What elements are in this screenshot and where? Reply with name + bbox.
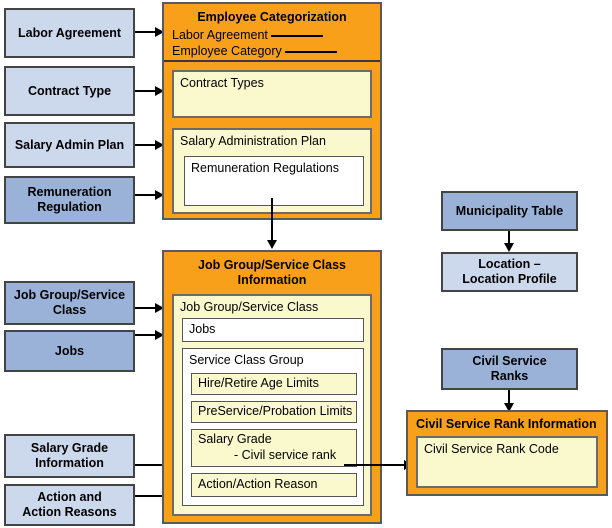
box-civil-service-ranks[interactable]: Civil Service Ranks [441, 348, 578, 390]
field-label: Labor Agreement [172, 28, 268, 42]
panel-label: Action/Action Reason [198, 477, 318, 491]
connector-action-and-action-reasons [135, 495, 165, 497]
connector-remuneration-regulation [135, 194, 157, 196]
panel-action-action-reason[interactable]: Action/Action Reason [191, 473, 357, 497]
panel-job-group-service-class[interactable]: Job Group/Service Class Jobs Service Cla… [172, 294, 372, 516]
panel-preservice-probation-limits[interactable]: PreService/Probation Limits [191, 401, 357, 423]
source-label-line2: Regulation [37, 200, 102, 214]
source-label: Jobs [54, 343, 85, 358]
connector-civil-service-rank [344, 464, 410, 466]
box-label-line2: Ranks [490, 369, 529, 383]
panel-service-class-group[interactable]: Service Class Group Hire/Retire Age Limi… [182, 348, 364, 506]
source-box-jobs[interactable]: Jobs [4, 330, 135, 372]
box-label-line2: Location Profile [462, 272, 557, 286]
job-group-title-line1: Job Group/Service Class [198, 258, 346, 272]
source-box-job-group-service-class[interactable]: Job Group/Service Class [4, 281, 135, 325]
arrow-jobs [155, 330, 164, 340]
field-blank-underline[interactable] [271, 35, 324, 37]
source-label-line2: Action Reasons [22, 505, 117, 519]
source-label-line2: Class [52, 303, 87, 317]
employee-categorization-container: Employee Categorization Labor Agreement … [162, 2, 382, 220]
connector-ranks-to-rank-info [508, 390, 510, 405]
connector-salary-grade-information [135, 464, 165, 466]
panel-label: Service Class Group [189, 353, 304, 367]
connector-jobs [135, 334, 157, 336]
connector-job-group-service-class [135, 307, 157, 309]
field-row-labor-agreement: Labor Agreement [172, 28, 324, 42]
job-group-service-class-information-container: Job Group/Service Class Information Job … [162, 250, 382, 524]
panel-label: Salary Grade [198, 432, 272, 446]
field-row-employee-category: Employee Category [172, 44, 338, 58]
panel-label: Job Group/Service Class [180, 300, 319, 314]
source-label: Salary Admin Plan [14, 137, 125, 152]
panel-label: PreService/Probation Limits [198, 404, 353, 418]
civil-service-rank-information-container: Civil Service Rank Information Civil Ser… [406, 410, 608, 496]
panel-label: Contract Types [180, 76, 264, 90]
source-box-labor-agreement[interactable]: Labor Agreement [4, 8, 135, 58]
arrow-ranks-to-rank-info [504, 403, 514, 412]
panel-label: Hire/Retire Age Limits [198, 376, 319, 390]
field-blank-underline[interactable] [285, 51, 338, 53]
source-box-action-and-action-reasons[interactable]: Action and Action Reasons [4, 484, 135, 526]
panel-contract-types[interactable]: Contract Types [172, 70, 372, 118]
panel-label: Salary Administration Plan [180, 134, 326, 148]
panel-hire-retire-age-limits[interactable]: Hire/Retire Age Limits [191, 373, 357, 395]
panel-civil-service-rank-code[interactable]: Civil Service Rank Code [416, 436, 598, 488]
box-location-location-profile[interactable]: Location – Location Profile [441, 252, 578, 292]
arrow-contract-type [155, 86, 164, 96]
arrow-salary-admin-plan [155, 140, 164, 150]
box-label-line1: Civil Service [472, 354, 547, 369]
connector-contract-type [135, 90, 157, 92]
source-box-contract-type[interactable]: Contract Type [4, 66, 135, 116]
panel-jobs[interactable]: Jobs [182, 318, 364, 342]
source-label: Contract Type [27, 83, 112, 98]
arrow-job-group-service-class [155, 303, 164, 313]
source-box-remuneration-regulation[interactable]: Remuneration Regulation [4, 176, 135, 224]
panel-label: Remuneration Regulations [191, 161, 340, 175]
source-label-line2: Information [35, 456, 104, 470]
connector-categorization-to-jobgroup [271, 198, 273, 242]
panel-sublabel-civil-service-rank: - Civil service rank [234, 448, 337, 462]
section-divider [164, 60, 380, 62]
source-label-line1: Action and [37, 490, 102, 505]
source-box-salary-grade-information[interactable]: Salary Grade Information [4, 434, 135, 478]
arrow-municipality-to-location [504, 243, 514, 252]
source-box-salary-admin-plan[interactable]: Salary Admin Plan [4, 122, 135, 168]
source-label-line1: Job Group/Service [13, 288, 126, 303]
panel-label: Civil Service Rank Code [424, 442, 559, 456]
employee-categorization-title: Employee Categorization [197, 10, 347, 24]
arrow-categorization-to-jobgroup [267, 240, 277, 249]
field-label: Employee Category [172, 44, 282, 58]
panel-remuneration-regulations[interactable]: Remuneration Regulations [184, 156, 364, 206]
source-label-line1: Remuneration [27, 185, 112, 200]
arrow-labor-agreement [155, 27, 164, 37]
box-label: Municipality Table [455, 203, 564, 218]
arrow-remuneration-regulation [155, 190, 164, 200]
panel-label: Jobs [189, 322, 216, 336]
source-label-line1: Salary Grade [30, 441, 109, 456]
connector-municipality-to-location [508, 231, 510, 245]
source-label: Labor Agreement [17, 25, 122, 40]
box-municipality-table[interactable]: Municipality Table [441, 191, 578, 231]
connector-labor-agreement [135, 31, 157, 33]
civil-service-rank-information-title: Civil Service Rank Information [416, 417, 597, 431]
connector-salary-admin-plan [135, 144, 157, 146]
job-group-title-line2: Information [237, 273, 307, 287]
box-label-line1: Location – [478, 257, 541, 272]
panel-salary-grade[interactable]: Salary Grade - Civil service rank [191, 429, 357, 467]
